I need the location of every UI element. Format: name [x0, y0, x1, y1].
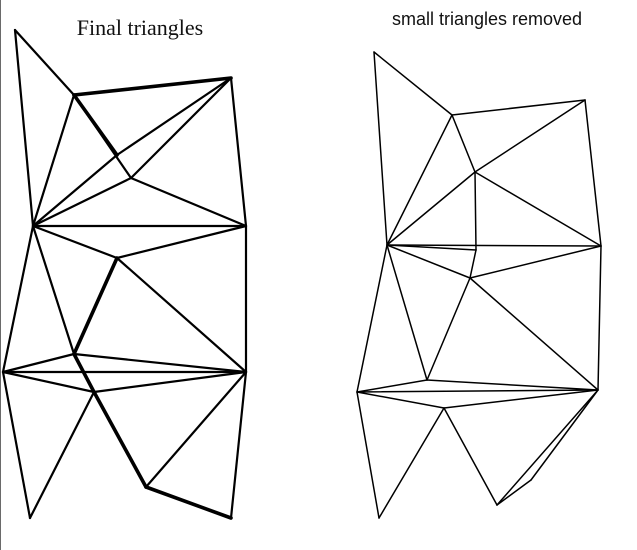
right-mesh-edge [356, 244, 388, 393]
right-mesh-edge [530, 389, 599, 481]
left-mesh-edge [72, 93, 133, 180]
right-mesh-edge [356, 379, 428, 393]
right-mesh-edge [474, 171, 477, 251]
right-mesh-edge [451, 99, 586, 116]
left-panel-title: Final triangles [76, 15, 204, 40]
left-boundary-edge [72, 352, 96, 394]
right-mesh-edge [474, 99, 586, 173]
left-mesh-edge [1, 370, 32, 520]
right-mesh-edge [386, 244, 602, 247]
right-mesh-edge [373, 51, 388, 246]
right-mesh-edge [386, 244, 428, 381]
right-mesh-edge [386, 171, 476, 246]
right-mesh-edge [426, 379, 599, 391]
left-mesh-edge [13, 28, 76, 97]
left-mesh-edge [13, 28, 35, 228]
right-mesh-edge [443, 389, 599, 409]
right-mesh-edge [378, 407, 445, 519]
left-mesh-edge [115, 224, 248, 260]
left-mesh-edge [115, 76, 233, 157]
left-mesh-edge [31, 153, 119, 228]
right-mesh-edge [356, 391, 380, 519]
left-mesh-edge [1, 370, 96, 394]
right-mesh-edge [356, 391, 445, 409]
left-mesh-edge [229, 370, 248, 520]
left-boundary-edge [72, 256, 119, 356]
right-panel-title: small triangles removed [391, 9, 583, 29]
right-mesh-edge [496, 479, 532, 506]
left-mesh-edge [31, 224, 119, 260]
left-mesh-edge [229, 76, 248, 228]
left-mesh-edge [115, 256, 248, 374]
left-mesh-edge [92, 370, 248, 394]
left-boundary-edge [92, 390, 148, 489]
right-mesh-edge [496, 389, 599, 506]
right-mesh-edge [386, 244, 471, 279]
left-mesh-edge [1, 224, 35, 374]
right-mesh-edge [356, 389, 599, 393]
left-mesh-edge [129, 176, 248, 228]
image-border [0, 0, 1, 550]
left-mesh-edge [28, 390, 96, 520]
right-mesh-edge [373, 51, 453, 116]
left-mesh-edge [31, 224, 76, 356]
right-mesh-edge [386, 114, 453, 246]
right-mesh-edge [443, 407, 498, 506]
left-triangle-mesh [1, 28, 248, 520]
left-mesh-edge [129, 76, 233, 180]
right-mesh-edge [451, 114, 476, 173]
left-mesh-edge [72, 352, 248, 374]
right-mesh-edge [584, 99, 602, 247]
right-mesh-edge [469, 277, 599, 391]
left-boundary-edge [144, 485, 233, 520]
right-mesh-edge [469, 249, 477, 279]
right-mesh-edge [597, 245, 602, 391]
left-boundary-edge [72, 76, 233, 97]
left-mesh-edge [144, 370, 248, 489]
right-triangle-mesh [356, 51, 602, 519]
right-mesh-edge [386, 244, 477, 251]
right-mesh-edge [426, 277, 471, 381]
right-mesh-edge [474, 171, 602, 247]
left-mesh-edge [1, 352, 76, 374]
left-mesh-edge [31, 176, 133, 228]
right-mesh-edge [469, 245, 602, 279]
left-mesh-edge [31, 93, 76, 228]
